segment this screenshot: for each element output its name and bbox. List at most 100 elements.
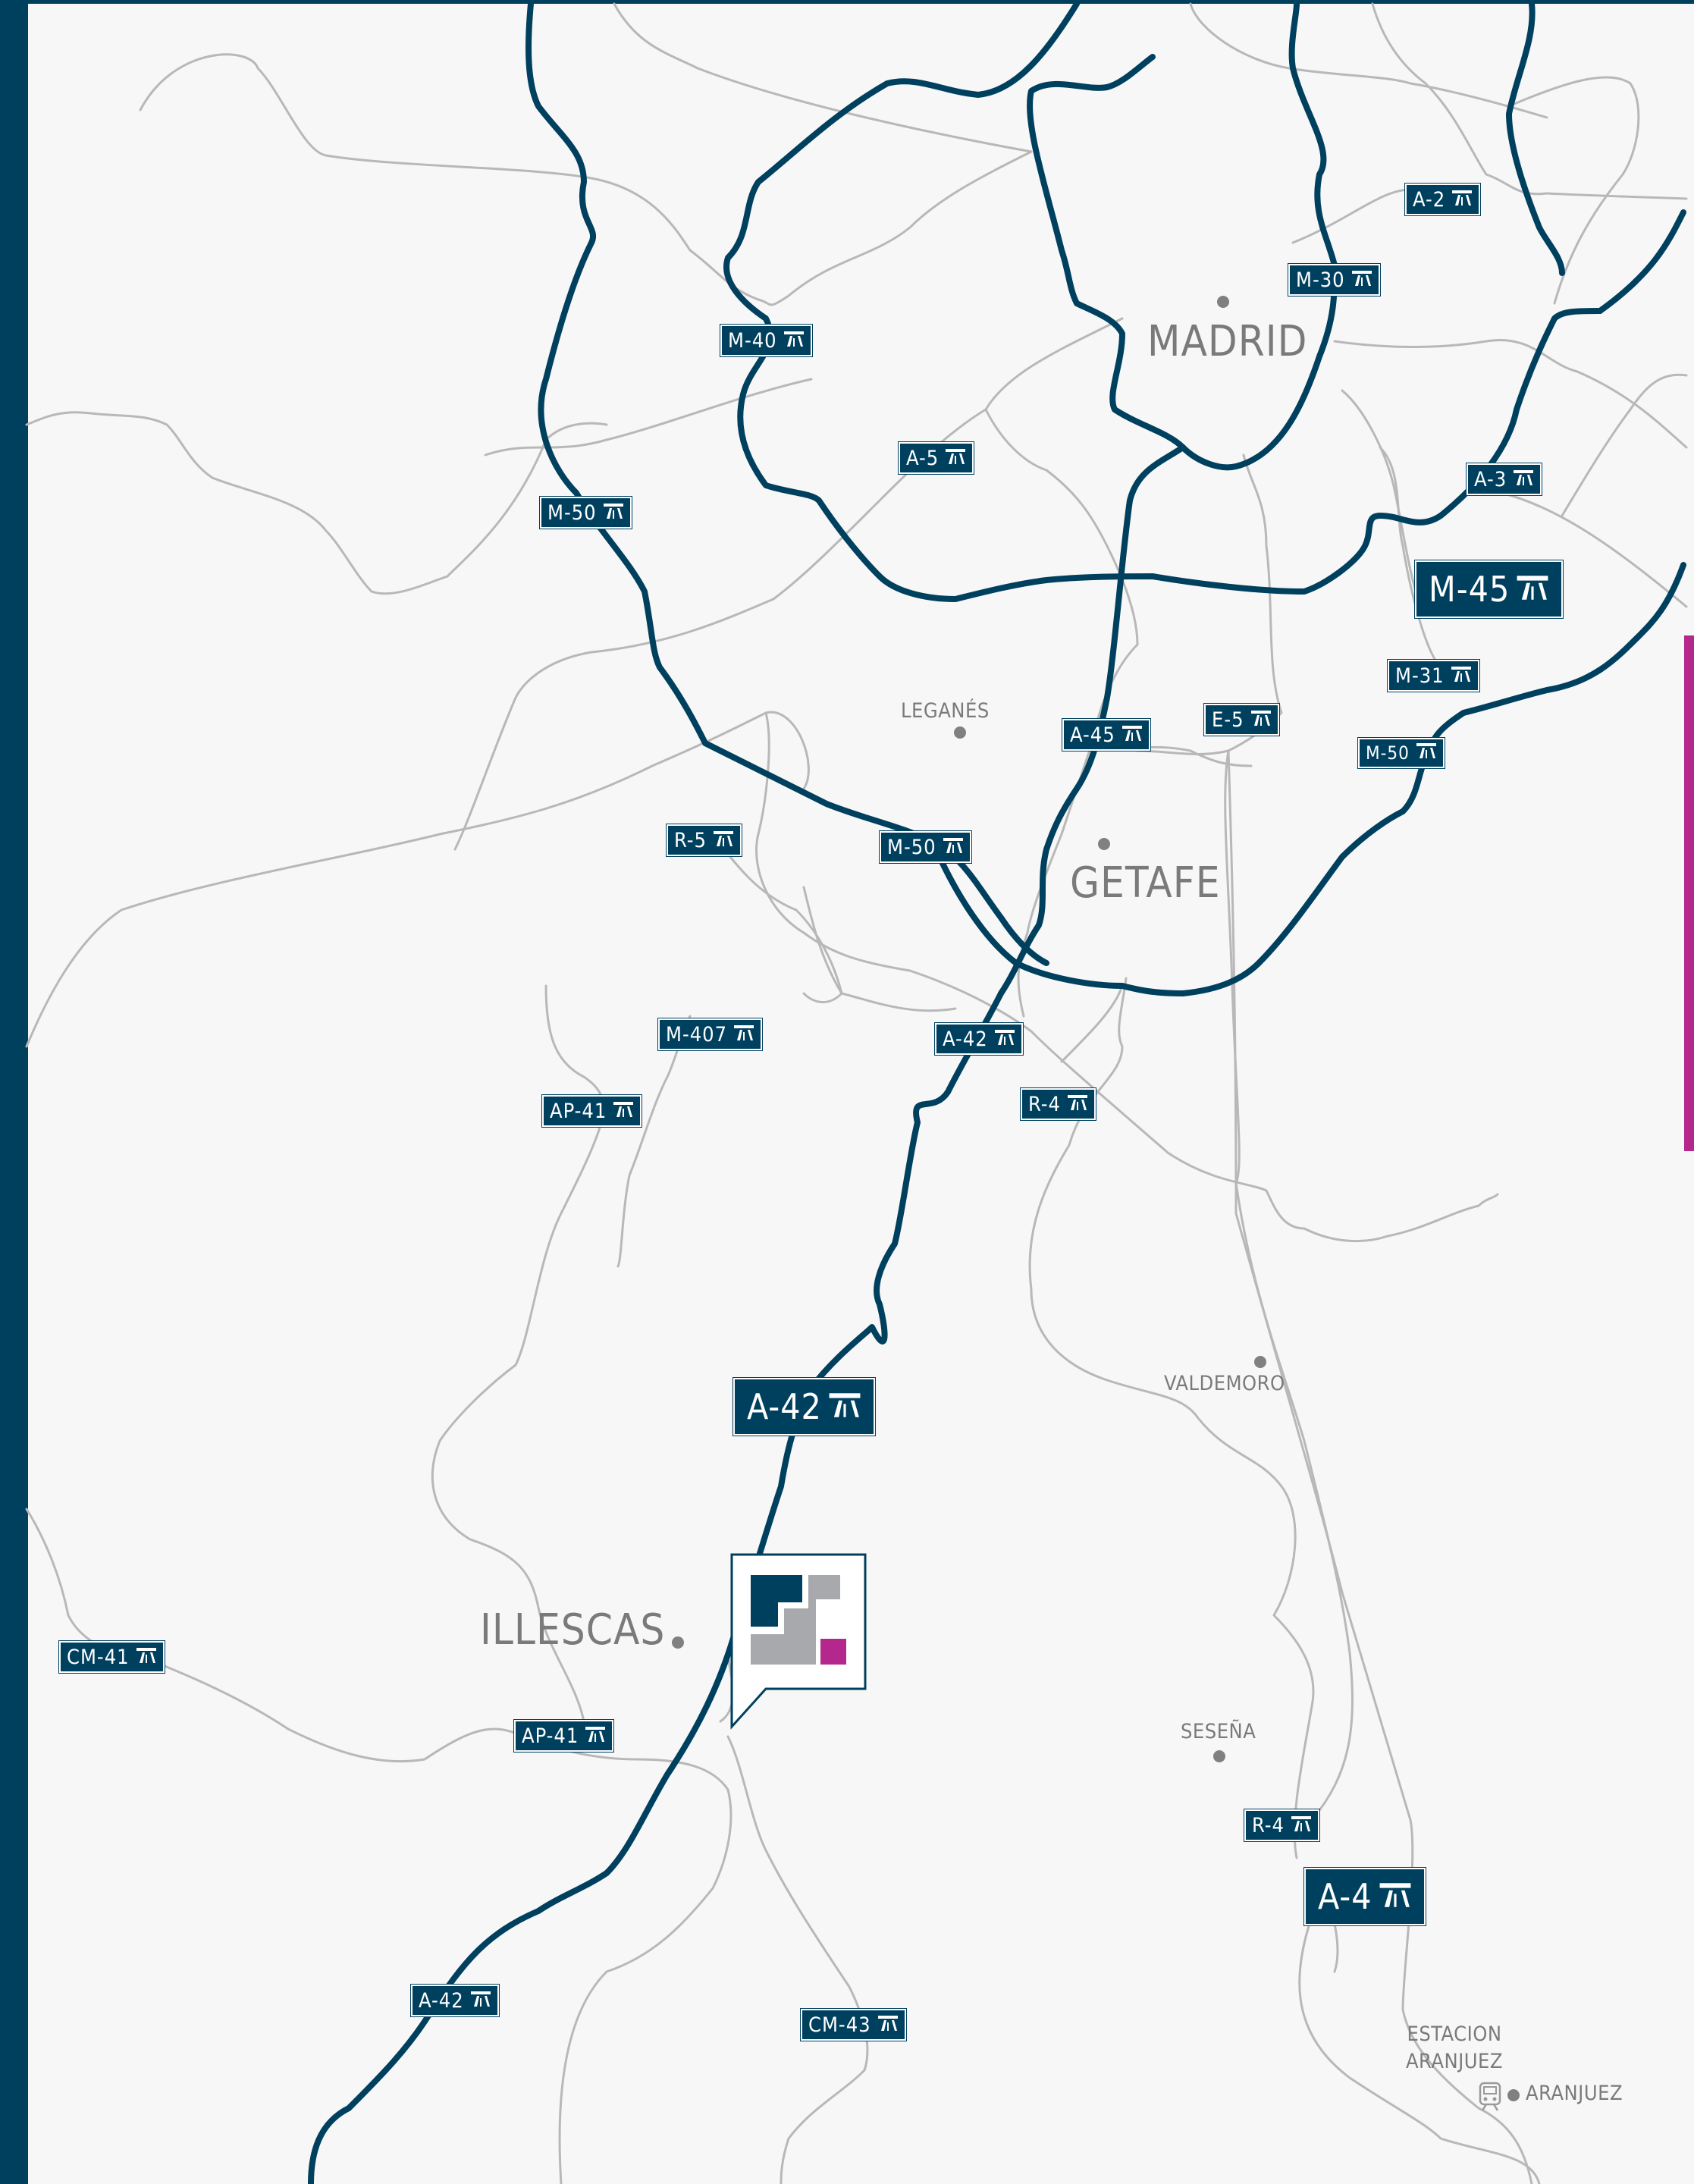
secondary-road [1371, 2, 1548, 196]
m40-road [723, 1, 1383, 602]
sign-a45[interactable]: A-45 [1062, 719, 1150, 751]
secondary-road [1561, 373, 1688, 517]
secondary-road [755, 711, 1499, 1242]
city-dot-madrid [1217, 296, 1229, 308]
motorway-icon [828, 1386, 861, 1427]
sign-label: CM-43 [808, 2013, 871, 2037]
sign-label: M-45 [1429, 569, 1510, 610]
secondary-road [1341, 1591, 1533, 2184]
secondary-road [484, 378, 813, 457]
sign-cm43[interactable]: CM-43 [801, 2009, 906, 2041]
sign-a5[interactable]: A-5 [899, 442, 974, 474]
secondary-road [1545, 192, 1688, 200]
sign-label: R-4 [1028, 1092, 1061, 1116]
sign-m45[interactable]: M-45 [1415, 560, 1564, 618]
motorway-icon [994, 1028, 1015, 1051]
secondary-road [802, 992, 843, 1004]
map-frame-left [0, 0, 28, 2184]
sign-ap41-bottom[interactable]: AP-41 [514, 1720, 614, 1752]
sign-e5[interactable]: E-5 [1204, 704, 1279, 736]
a42-road [308, 990, 1004, 2184]
sign-label: A-3 [1474, 467, 1507, 491]
city-label-madrid: MADRID [1147, 317, 1308, 366]
sign-a4[interactable]: A-4 [1304, 1868, 1426, 1925]
sign-r5[interactable]: R-5 [667, 824, 742, 856]
secondary-road [139, 53, 760, 301]
motorway-icon [1121, 723, 1143, 747]
sign-label: AP-41 [522, 1724, 579, 1748]
station-label: ESTACION ARANJUEZ [1405, 2022, 1504, 2073]
secondary-road [1500, 491, 1688, 608]
secondary-road [1333, 339, 1688, 449]
sign-label: M-50 [1366, 742, 1410, 764]
sign-a3[interactable]: A-3 [1467, 463, 1542, 495]
secondary-road [1060, 984, 1124, 1063]
sign-label: A-4 [1318, 1876, 1372, 1917]
sign-m407[interactable]: M-407 [658, 1018, 763, 1050]
secondary-roads [25, 2, 1688, 2184]
motorway-icon [603, 501, 624, 525]
motorway-icon [733, 1023, 754, 1046]
secondary-road [1507, 76, 1640, 305]
motorway-icon [945, 447, 966, 470]
secondary-road [25, 411, 449, 595]
secondary-road [726, 1735, 869, 2184]
motorway-icon [877, 2013, 899, 2037]
sign-m50-top[interactable]: M-50 [540, 497, 632, 529]
a2-road [1506, 1, 1565, 276]
sign-a42-mid[interactable]: A-42 [935, 1023, 1023, 1055]
secondary-road [1189, 2, 1548, 119]
company-logo-icon [730, 1553, 867, 1730]
city-dot-getafe [1098, 838, 1110, 850]
motorway-icon [713, 829, 734, 852]
sign-m50-right[interactable]: M-50 [1358, 738, 1445, 768]
sign-a2[interactable]: A-2 [1405, 184, 1481, 215]
motorway-icon [585, 1724, 606, 1748]
secondary-road [1136, 453, 1283, 755]
city-label-aranjuez: ARANJUEZ [1526, 2082, 1623, 2105]
location-marker[interactable] [729, 1552, 867, 1734]
map-frame-top [0, 0, 1694, 4]
sign-m50-mid[interactable]: M-50 [880, 831, 971, 863]
city-dot-illescas [672, 1636, 684, 1649]
secondary-road [757, 150, 1033, 306]
city-dot-valdemoro [1254, 1356, 1266, 1368]
secondary-road [613, 2, 1033, 153]
sign-label: M-407 [666, 1022, 728, 1046]
motorway-icon [1516, 569, 1549, 610]
sign-a42-big[interactable]: A-42 [733, 1378, 875, 1436]
sign-m31[interactable]: M-31 [1388, 660, 1479, 692]
sign-cm41[interactable]: CM-41 [59, 1641, 165, 1673]
sign-label: AP-41 [550, 1099, 607, 1123]
sign-label: M-31 [1395, 664, 1445, 688]
sign-r4-bottom[interactable]: R-4 [1244, 1809, 1319, 1841]
m50-south-road [930, 562, 1686, 996]
secondary-road [616, 1015, 692, 1268]
motorway-icon [1451, 188, 1473, 212]
city-label-valdemoro: VALDEMORO [1164, 1372, 1285, 1395]
sign-label: M-40 [728, 328, 777, 353]
sign-a42-bottom[interactable]: A-42 [411, 1985, 499, 2016]
secondary-road [1379, 446, 1442, 669]
secondary-road [446, 422, 608, 578]
sign-m30[interactable]: M-30 [1288, 264, 1380, 296]
motorway-icon [783, 329, 805, 353]
city-dot-sesena [1213, 1750, 1225, 1762]
sign-ap41-top[interactable]: AP-41 [542, 1095, 642, 1127]
sign-label: R-5 [674, 828, 707, 852]
sign-label: A-42 [747, 1386, 822, 1427]
m50-road [525, 1, 1049, 966]
secondary-road [711, 833, 957, 1012]
secondary-road [1227, 749, 1344, 1594]
sign-m40[interactable]: M-40 [720, 325, 812, 356]
city-label-sesena: SESEÑA [1181, 1720, 1256, 1743]
motorway-icon [136, 1646, 157, 1669]
sign-r4-top[interactable]: R-4 [1021, 1088, 1096, 1120]
city-label-illescas: ILLESCAS [480, 1605, 666, 1655]
city-label-getafe: GETAFE [1070, 858, 1221, 908]
city-dot-aranjuez [1507, 2089, 1520, 2101]
city-dot-leganes [954, 726, 966, 739]
motorway-icon [1250, 708, 1272, 732]
